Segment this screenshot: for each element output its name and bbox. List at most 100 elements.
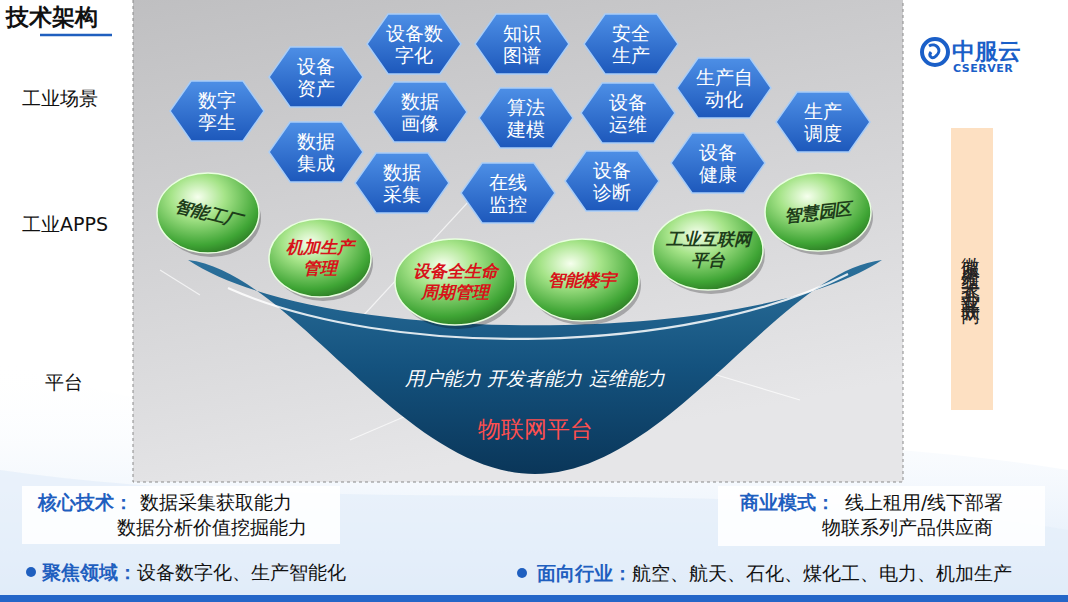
node-text: 生产 调度 — [791, 100, 855, 144]
text-holder: 机加生产 管理 — [268, 218, 372, 298]
scenario-hexagon: 设备 健康 — [670, 132, 766, 194]
hexagon-shape — [677, 58, 771, 118]
node-text: 数字 孪生 — [185, 89, 249, 133]
app-ellipse: 智慧园区 — [764, 172, 872, 252]
text-holder: 设备数 字化 — [366, 13, 462, 75]
text-holder: 设备全生命 周期管理 — [394, 238, 516, 326]
box-shape — [718, 486, 1045, 546]
ellipse-shape — [269, 219, 371, 297]
text-holder: 数字 孪生 — [169, 80, 265, 142]
node-text: 物联网平台 — [188, 414, 882, 445]
bowl-highlight — [228, 274, 848, 339]
node-text: 数据 采集 — [370, 161, 434, 205]
hexagon-shape — [355, 153, 449, 213]
text-label: 聚焦领域： — [42, 560, 137, 586]
node-text: 在线 监控 — [476, 171, 540, 215]
light-streak — [160, 270, 200, 295]
bullet-dot — [517, 568, 527, 578]
background-wave — [0, 470, 1068, 602]
scenario-hexagon: 生产自 动化 — [676, 57, 772, 119]
scenario-hexagon: 数字 孪生 — [169, 80, 265, 142]
bottom-bar — [0, 595, 1068, 602]
bowl-shape — [188, 260, 882, 474]
bullet-dot — [26, 567, 36, 577]
scenario-hexagon: 在线 监控 — [460, 162, 556, 224]
hexagon-shape — [671, 133, 765, 193]
node-text: 知识 图谱 — [490, 22, 554, 66]
scenario-hexagon: 数据 采集 — [354, 152, 450, 214]
text-label: CSERVER — [953, 62, 1013, 75]
hexagon-shape — [776, 92, 870, 152]
logo-icon — [929, 45, 939, 58]
title-underline — [40, 34, 112, 37]
info-box: 商业模式：线上租用/线下部署 物联系列产品供应商 — [718, 486, 1045, 546]
app-ellipse: 智能楼宇 — [524, 238, 640, 322]
scenario-hexagon: 数据 画像 — [372, 81, 468, 143]
text-holder: 生产 调度 — [775, 91, 871, 153]
text-holder: 数据 画像 — [372, 81, 468, 143]
scenario-hexagon: 设备 资产 — [268, 46, 364, 108]
node-text: 数据 画像 — [388, 90, 452, 134]
scene-panel — [133, 0, 903, 482]
text-holder: 设备 运维 — [580, 82, 676, 144]
text-holder: 商业模式：线上租用/线下部署 物联系列产品供应商 — [718, 486, 1045, 546]
app-ellipse: 设备全生命 周期管理 — [394, 238, 516, 326]
node-text: 数据采集获取能力 数据分析价值挖掘能力 — [117, 490, 349, 540]
page-title: 技术架构 — [6, 2, 98, 33]
node-text: 数据 集成 — [284, 130, 348, 174]
scenario-hexagon: 算法 建模 — [478, 87, 574, 149]
text-holder: 知识 图谱 — [474, 13, 570, 75]
node-text: 线上租用/线下部署 物联系列产品供应商 — [822, 490, 1037, 540]
node-text: 算法 建模 — [494, 96, 558, 140]
scenario-hexagon: 生产 调度 — [775, 91, 871, 153]
ellipse-shape — [653, 210, 763, 290]
text-label: 工业APPS — [22, 212, 108, 238]
box-shape — [951, 128, 993, 410]
text-holder: 安全 生产 — [583, 13, 679, 75]
text-holder: 数据 采集 — [354, 152, 450, 214]
hexagon-shape — [475, 14, 569, 74]
node-text: 设备 诊断 — [580, 159, 644, 203]
text-holder: 生产自 动化 — [676, 57, 772, 119]
text-holder: 设备 资产 — [268, 46, 364, 108]
ellipse-shape — [395, 239, 515, 325]
node-text: 智慧园区 — [777, 197, 859, 226]
ellipse-shape — [765, 173, 871, 251]
node-text: 生产自 动化 — [692, 66, 756, 110]
hexagon-shape — [367, 14, 461, 74]
text-holder: 智能楼宇 — [524, 238, 640, 322]
text-label: 设备数字化、生产智能化 — [137, 560, 346, 586]
scenario-hexagon: 设备数 字化 — [366, 13, 462, 75]
node-text: 机加生产 管理 — [282, 237, 358, 279]
scenario-hexagon: 安全 生产 — [583, 13, 679, 75]
app-ellipse: 智能工厂 — [156, 172, 260, 254]
scenario-hexagon: 设备 运维 — [580, 82, 676, 144]
text-holder: 数据 集成 — [268, 121, 364, 183]
hexagon-shape — [170, 81, 264, 141]
text-label: 航空、航天、石化、煤化工、电力、机加生产 — [632, 561, 1012, 587]
text-holder: 微服务组装式工业互联网 — [951, 128, 993, 410]
node-text: 设备 运维 — [596, 91, 660, 135]
info-box: 微服务组装式工业互联网 — [951, 128, 993, 410]
hexagon-shape — [479, 88, 573, 148]
node-text: 工业互联网 平台 — [660, 229, 756, 271]
text-holder: 在线 监控 — [460, 162, 556, 224]
text-label: 面向行业： — [537, 561, 632, 587]
scenario-hexagon: 知识 图谱 — [474, 13, 570, 75]
ellipse-shape — [525, 239, 639, 321]
hexagon-shape — [269, 122, 363, 182]
node-text: 设备全生命 周期管理 — [407, 261, 503, 303]
text-holder: 设备 健康 — [670, 132, 766, 194]
hexagon-shape — [461, 163, 555, 223]
node-text: 智能工厂 — [167, 193, 250, 233]
node-text: 微服务组装式工业互联网 — [959, 242, 985, 297]
node-text: 安全 生产 — [599, 22, 663, 66]
node-text: 商业模式： — [740, 490, 835, 516]
text-holder: 核心技术：数据采集获取能力 数据分析价值挖掘能力 — [22, 486, 340, 544]
text-label: 平台 — [45, 370, 83, 396]
node-text: 设备数 字化 — [382, 22, 446, 66]
text-label: 工业场景 — [22, 86, 98, 112]
app-ellipse: 工业互联网 平台 — [652, 209, 764, 291]
hexagon-shape — [584, 14, 678, 74]
